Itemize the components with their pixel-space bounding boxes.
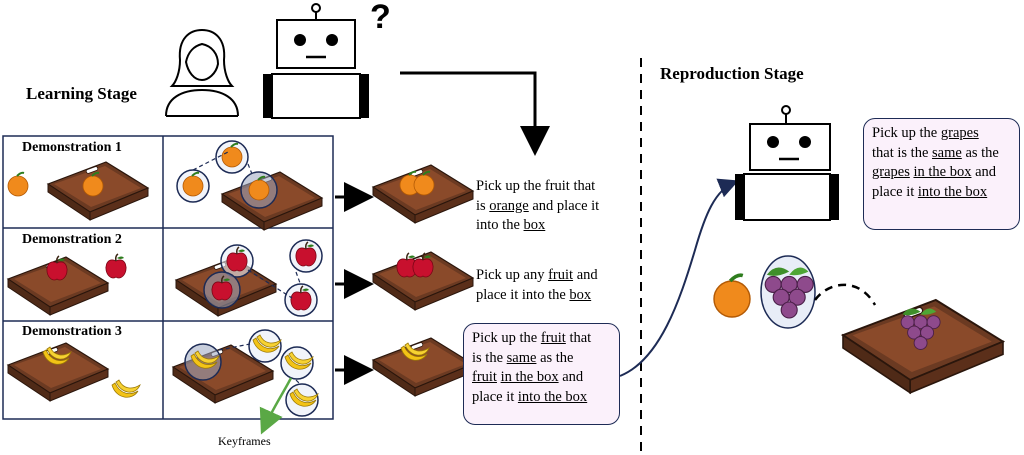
keyframes-arrow (259, 377, 293, 435)
demo3-banana (111, 379, 141, 398)
robot-to-instructions-arrow (400, 71, 550, 156)
instruction-2: Pick up any fruit and place it into the … (476, 267, 598, 303)
robot-icon (263, 3, 369, 119)
reproduction-stage-title: Reproduction Stage (660, 64, 804, 83)
learning-stage-title: Learning Stage (26, 84, 137, 103)
demo2-result-apple (412, 252, 434, 278)
instruction-1: Pick up the fruit that is orange and pla… (476, 178, 600, 233)
repro-orange (712, 273, 752, 319)
demo1-title: Demonstration 1 (22, 140, 122, 155)
demo1-keyframes (176, 140, 323, 231)
demo3-result-tray (372, 337, 474, 397)
demonstration-grid (2, 135, 334, 420)
keyword-orange: orange (489, 197, 529, 214)
question-mark: ? (370, 0, 391, 36)
demo2-tray-apple (46, 255, 68, 281)
keyword-box: box (523, 217, 546, 233)
repro-motion-path (814, 283, 877, 306)
keyword-fruit: fruit (548, 267, 574, 283)
demo2-apple (105, 253, 127, 279)
keyframes-label: Keyframes (218, 434, 271, 448)
demo1-orange (7, 171, 29, 197)
demo2-title: Demonstration 2 (22, 232, 122, 247)
demo3-tray (7, 342, 109, 402)
human-icon (165, 28, 239, 117)
reproduction-instruction-bubble: Pick up the grapes that is the same as t… (863, 118, 1020, 230)
robot-icon-reproduction (735, 105, 839, 221)
keyword-box: box (569, 286, 592, 303)
demo3-keyframes (172, 329, 319, 417)
demo3-title: Demonstration 3 (22, 324, 122, 339)
bubble-to-robot-arrow (619, 178, 739, 377)
instruction-3-bubble: Pick up the fruit that is the same as th… (463, 323, 620, 425)
demo2-keyframes (175, 239, 323, 317)
